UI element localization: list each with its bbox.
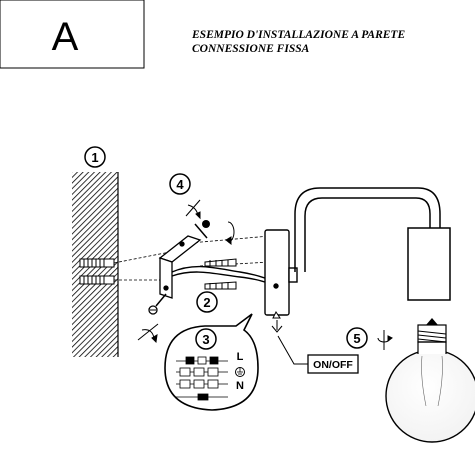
step-1-number: 1 <box>91 150 98 165</box>
step-2-marker: 2 <box>196 291 218 313</box>
rotate-arrow-icon <box>137 323 159 344</box>
switch-lead <box>271 311 308 365</box>
screw-top <box>194 220 210 239</box>
lamp-socket <box>407 227 451 301</box>
screws <box>204 258 237 290</box>
rotate-arrow-icon <box>185 199 201 220</box>
wall-plugs <box>79 258 115 285</box>
screw-bottom <box>148 293 167 315</box>
live-label: L <box>237 351 244 363</box>
on-off-switch-label-box: ON/OFF <box>307 354 359 374</box>
step-3-number: 3 <box>202 332 209 347</box>
lamp-arm <box>294 187 441 272</box>
lamp-wall-base <box>264 229 298 316</box>
on-off-label: ON/OFF <box>313 359 353 371</box>
step-2-number: 2 <box>203 295 210 310</box>
step-4-marker: 4 <box>169 173 191 195</box>
rotate-arrow-icon <box>225 221 235 246</box>
globe-bulb <box>385 318 475 443</box>
mounting-bracket <box>158 235 202 299</box>
step-5-number: 5 <box>353 331 360 346</box>
section-letter: A <box>52 15 79 59</box>
step-4-number: 4 <box>176 177 184 192</box>
title-line-1: ESEMPIO D'INSTALLAZIONE A PARETE <box>191 29 405 41</box>
step-5-marker: 5 <box>346 327 368 349</box>
earth-symbol-icon <box>235 367 245 377</box>
neutral-label: N <box>236 380 244 392</box>
wiring-detail-bubble: 3 L N <box>164 313 259 411</box>
terminal-block <box>176 356 228 401</box>
rotate-arrow-icon <box>377 330 393 350</box>
step-1-marker: 1 <box>84 146 106 168</box>
power-cable <box>171 265 271 283</box>
title-line-2: CONNESSIONE FISSA <box>192 43 310 55</box>
header-letter-box: A <box>0 0 145 69</box>
